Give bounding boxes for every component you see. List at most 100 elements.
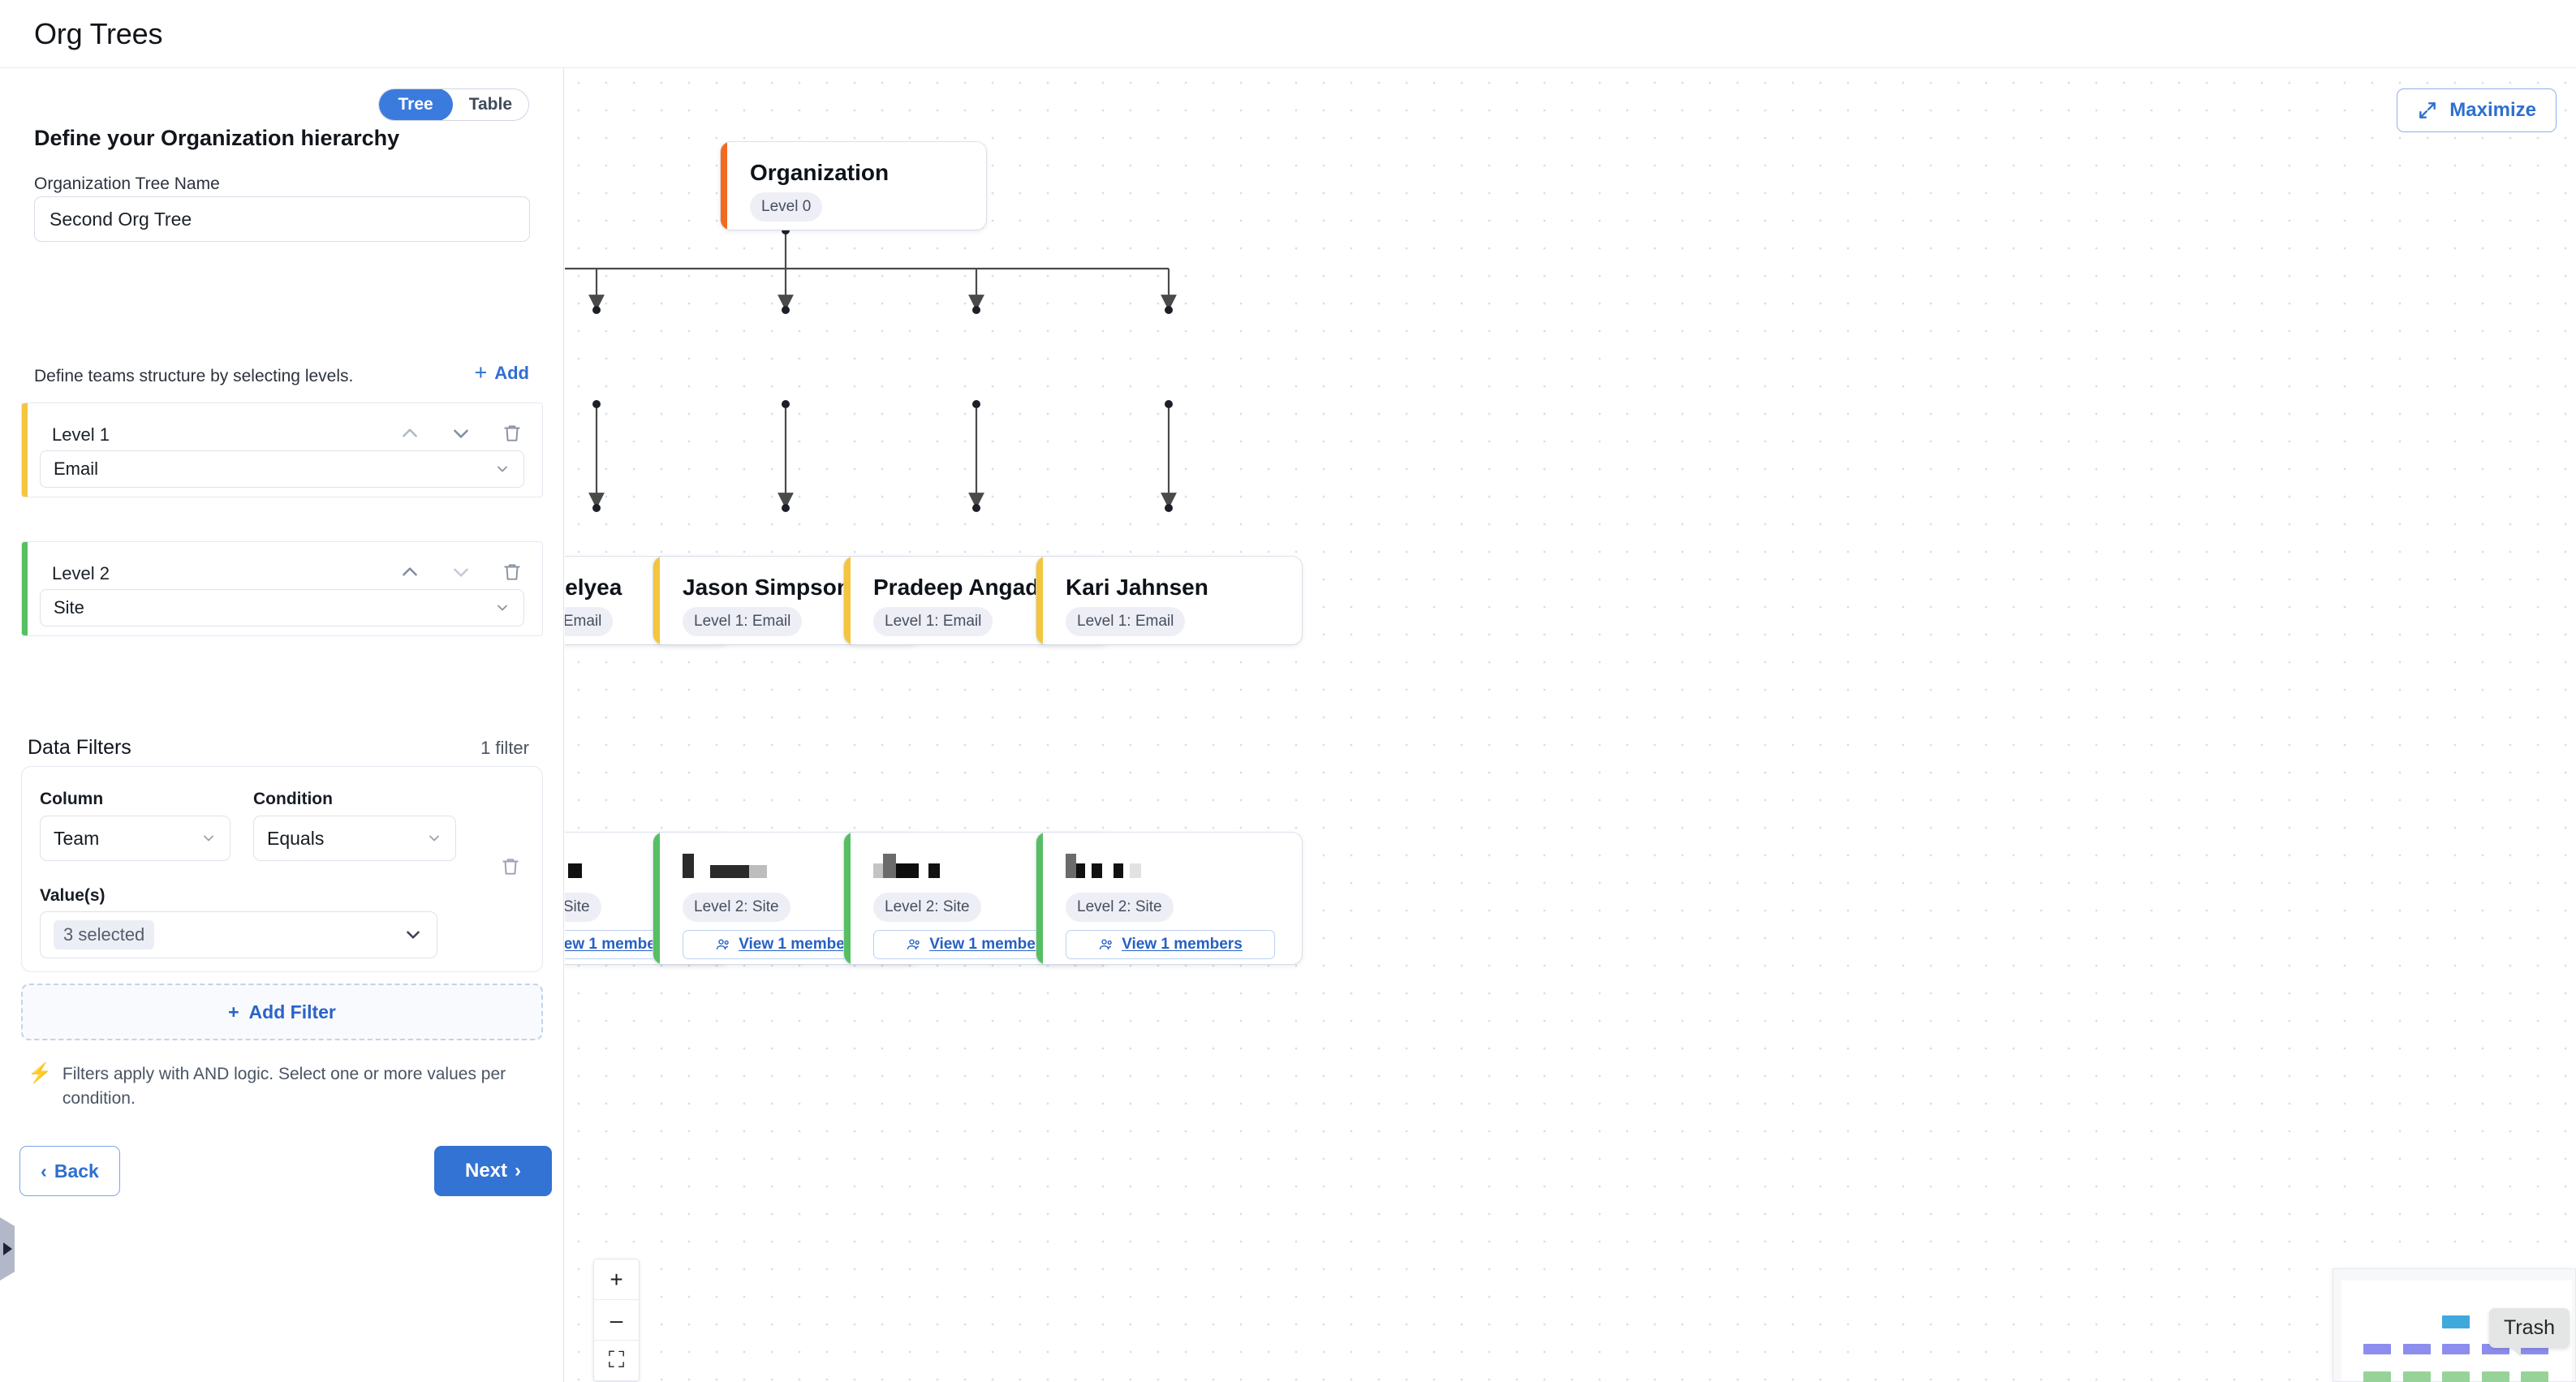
zoom-controls[interactable]: + – ⛶: [593, 1259, 640, 1382]
root-node-name: Organization: [750, 160, 890, 185]
node-name: Jason Simpson: [683, 575, 851, 600]
level-accent-bar: [22, 542, 28, 635]
node-accent-bar: [1036, 557, 1043, 644]
chevron-left-icon: ‹: [41, 1160, 47, 1182]
filters-note: ⚡ Filters apply with AND logic. Select o…: [28, 1062, 531, 1112]
move-up-icon[interactable]: [399, 423, 420, 444]
page-title: Org Trees: [34, 16, 163, 50]
view-members-label: View 1 members: [1122, 936, 1243, 953]
minimap-node-l2: [2521, 1371, 2548, 1382]
node-badge: Level 1: Email: [873, 607, 993, 636]
tree-name-label: Organization Tree Name: [34, 174, 220, 193]
level-card-1[interactable]: Level 1 Email: [21, 403, 543, 497]
redacted-node-name: [873, 850, 940, 878]
column-label: Column: [40, 790, 104, 808]
app-header: Org Trees: [0, 0, 2576, 68]
level-accent-bar: [22, 403, 28, 497]
chevron-down-icon: [204, 835, 213, 842]
node-name: Kari Jahnsen: [1066, 575, 1208, 600]
tab-table[interactable]: Table: [468, 95, 512, 114]
view-members-button[interactable]: View 1 members: [1066, 930, 1275, 959]
zoom-out-button[interactable]: –: [594, 1300, 639, 1341]
filter-values-select[interactable]: 3 selected: [40, 911, 437, 958]
org-node-level2-4[interactable]: Level 2: Site View 1 members: [1036, 833, 1302, 964]
minimap[interactable]: [2333, 1268, 2576, 1382]
fit-view-button[interactable]: ⛶: [594, 1341, 639, 1381]
minimap-node-l1: [2403, 1344, 2431, 1354]
move-up-icon[interactable]: [399, 562, 420, 583]
delete-filter-icon[interactable]: [500, 856, 521, 877]
next-button[interactable]: Next ›: [434, 1146, 552, 1196]
plus-icon: +: [228, 1001, 239, 1023]
members-icon: [1099, 939, 1112, 949]
lightning-icon: ⚡: [28, 1062, 52, 1084]
redacted-node-name: [1066, 850, 1141, 878]
root-node-badge: Level 0: [750, 192, 823, 222]
maximize-button[interactable]: Maximize: [2397, 88, 2557, 132]
section-title-hierarchy: Define your Organization hierarchy: [34, 126, 400, 150]
next-label: Next: [464, 1160, 508, 1182]
org-node-root[interactable]: Organization Level 0: [721, 142, 986, 230]
chevron-down-icon: [429, 835, 439, 842]
minimap-viewport: [2341, 1281, 2572, 1382]
filters-note-text: Filters apply with AND logic. Select one…: [62, 1065, 506, 1109]
filters-count: 1 filter: [480, 738, 529, 758]
filter-column-value: Team: [54, 827, 100, 849]
org-chart-canvas[interactable]: Maximize: [565, 69, 2576, 1382]
level-2-name: Level 2: [52, 563, 110, 583]
node-accent-bar: [844, 833, 851, 964]
level-1-name: Level 1: [52, 424, 110, 445]
filter-condition-select[interactable]: Equals: [253, 816, 456, 861]
move-down-icon[interactable]: [450, 562, 472, 583]
node-accent-bar: [721, 142, 727, 230]
node-badge: Level 1: Email: [683, 607, 803, 636]
tab-tree[interactable]: Tree: [378, 89, 453, 120]
node-badge: Level 2: Site: [1066, 893, 1174, 922]
node-accent-bar: [653, 833, 660, 964]
org-node-level1-4[interactable]: Kari Jahnsen Level 1: Email: [1036, 557, 1302, 644]
minimap-node-l2: [2363, 1371, 2391, 1382]
chevron-down-icon: [407, 931, 420, 939]
back-label: Back: [54, 1160, 99, 1182]
back-button[interactable]: ‹ Back: [19, 1146, 120, 1196]
level-1-column-value: Email: [54, 459, 99, 479]
maximize-label: Maximize: [2449, 99, 2536, 121]
sidebar-panel: Tree Table Define your Organization hier…: [0, 68, 564, 1382]
filter-row: Column Team Condition Equals Value(s) 3 …: [21, 766, 543, 972]
tree-connectors: [565, 226, 1177, 617]
chevron-right-icon: ›: [515, 1160, 522, 1182]
view-members-label: View 1 members: [565, 936, 670, 953]
add-filter-label: Add Filter: [248, 1001, 336, 1023]
values-chip: 3 selected: [54, 920, 155, 949]
trash-tooltip: Trash: [2489, 1308, 2570, 1357]
node-name: J P Mcelyea: [565, 575, 622, 600]
values-label: Value(s): [40, 886, 106, 905]
add-filter-button[interactable]: + Add Filter: [21, 984, 543, 1040]
minimap-node-l1: [2363, 1344, 2391, 1354]
minimap-node-l2: [2482, 1371, 2509, 1382]
tree-name-input[interactable]: [34, 196, 530, 242]
level-1-column-select[interactable]: Email: [40, 450, 524, 488]
data-filters-title: Data Filters: [28, 736, 131, 759]
view-members-label: View 1 members: [739, 936, 859, 953]
delete-level-icon[interactable]: [502, 423, 523, 444]
view-mode-toggle[interactable]: Tree Table: [377, 88, 529, 121]
maximize-icon: [2419, 102, 2436, 118]
minimap-node-l2: [2403, 1371, 2431, 1382]
level-2-column-select[interactable]: Site: [40, 589, 524, 626]
add-level-button[interactable]: + Add: [474, 362, 529, 384]
node-badge: Level 2: Site: [873, 893, 981, 922]
condition-label: Condition: [253, 790, 333, 808]
sidebar-collapse-handle[interactable]: [0, 1217, 15, 1281]
plus-icon: +: [474, 360, 488, 385]
node-name: Pradeep Angadi: [873, 575, 1046, 600]
node-badge: Level 2: Site: [683, 893, 790, 922]
node-badge: Level 1: Email: [1066, 607, 1186, 636]
chevron-down-icon: [498, 466, 507, 472]
move-down-icon[interactable]: [450, 423, 472, 444]
zoom-in-button[interactable]: +: [594, 1259, 639, 1300]
delete-level-icon[interactable]: [502, 562, 523, 583]
filter-column-select[interactable]: Team: [40, 816, 230, 861]
level-card-2[interactable]: Level 2 Site: [21, 541, 543, 636]
node-accent-bar: [1036, 833, 1043, 964]
